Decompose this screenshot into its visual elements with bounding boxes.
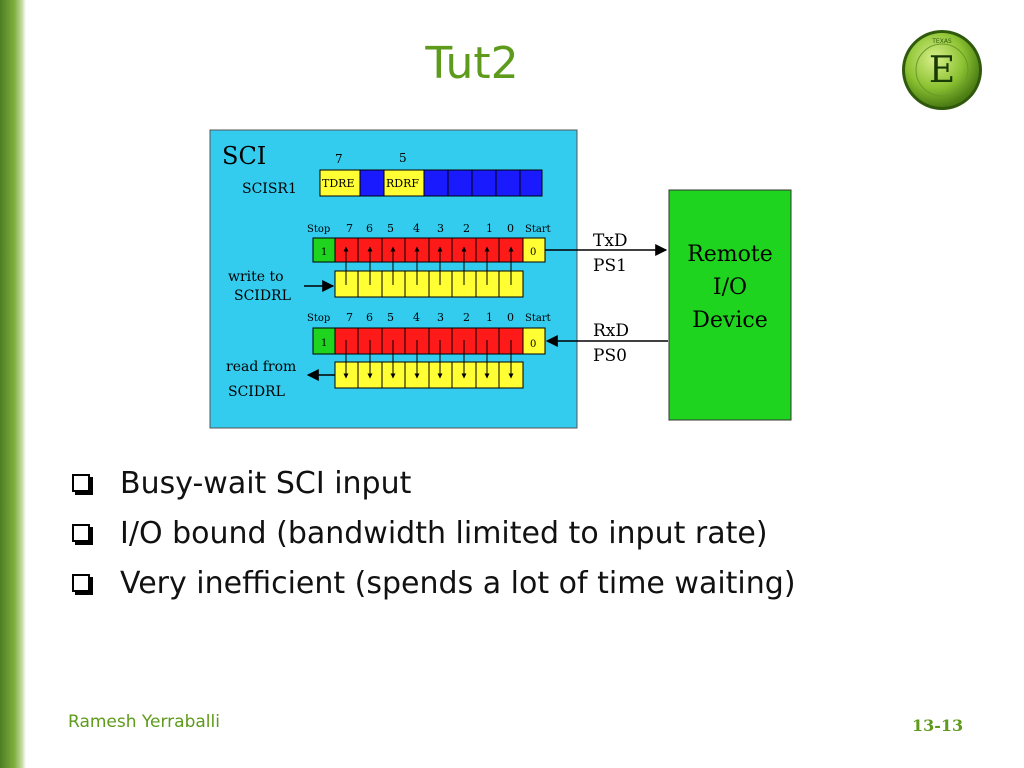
svg-text:3: 3 [437,222,444,235]
svg-text:2: 2 [463,222,470,235]
tdre-label: TDRE [322,177,354,190]
txd-label: TxD [593,231,628,251]
bullet-item: I/O bound (bandwidth limited to input ra… [72,508,796,558]
svg-text:5: 5 [387,222,394,235]
read-from-label: read from [226,359,296,375]
checkbox-bullet-icon [72,474,90,492]
svg-text:7: 7 [346,311,353,324]
svg-text:6: 6 [366,222,373,235]
svg-text:1: 1 [486,222,493,235]
svg-text:0: 0 [530,247,536,258]
svg-text:1: 1 [321,247,327,258]
remote-label-3: Device [692,308,767,333]
logo-ring-text: TEXAS [931,38,952,45]
ps0-label: PS0 [593,346,627,366]
page-number: 13-13 [912,716,964,735]
rx-start-label: Start [525,313,551,324]
remote-io-device [668,189,792,421]
svg-text:6: 6 [366,311,373,324]
bullet-list: Busy-wait SCI input I/O bound (bandwidth… [72,458,796,608]
scisr1-label: SCISR1 [242,181,297,197]
ps1-label: PS1 [593,256,627,276]
write-to-label: write to [228,269,284,285]
texas-e-logo: TEXAS E [902,30,982,110]
svg-text:4: 4 [413,222,420,235]
rx-stop-label: Stop [307,313,330,324]
svg-text:3: 3 [437,311,444,324]
rx-start-cell [522,327,546,355]
rxd-label: RxD [593,321,629,341]
remote-label-1: Remote [687,242,773,267]
sci-label: SCI [222,142,266,170]
footer-author: Ramesh Yerraballi [68,712,220,732]
left-accent-bar [0,0,26,768]
remote-label-2: I/O [713,275,747,300]
svg-text:5: 5 [387,311,394,324]
tx-stop-label: Stop [307,224,330,235]
bullet-item: Busy-wait SCI input [72,458,796,508]
svg-text:2: 2 [463,311,470,324]
svg-text:4: 4 [413,311,420,324]
write-reg-label: SCIDRL [234,288,291,304]
bullet-item: Very inefficient (spends a lot of time w… [72,558,796,608]
read-reg-label: SCIDRL [228,384,285,400]
logo-letter: E [929,50,955,91]
checkbox-bullet-icon [72,524,90,542]
svg-text:7: 7 [346,222,353,235]
checkbox-bullet-icon [72,574,90,592]
svg-text:0: 0 [530,339,536,350]
slide-title: Tut2 [425,38,519,89]
svg-text:1: 1 [486,311,493,324]
rdrf-label: RDRF [386,177,419,190]
svg-text:1: 1 [321,338,327,349]
tx-start-label: Start [525,224,551,235]
bit5-label: 5 [399,151,407,165]
svg-text:0: 0 [507,222,514,235]
svg-text:0: 0 [507,311,514,324]
bit7-label: 7 [335,152,343,166]
